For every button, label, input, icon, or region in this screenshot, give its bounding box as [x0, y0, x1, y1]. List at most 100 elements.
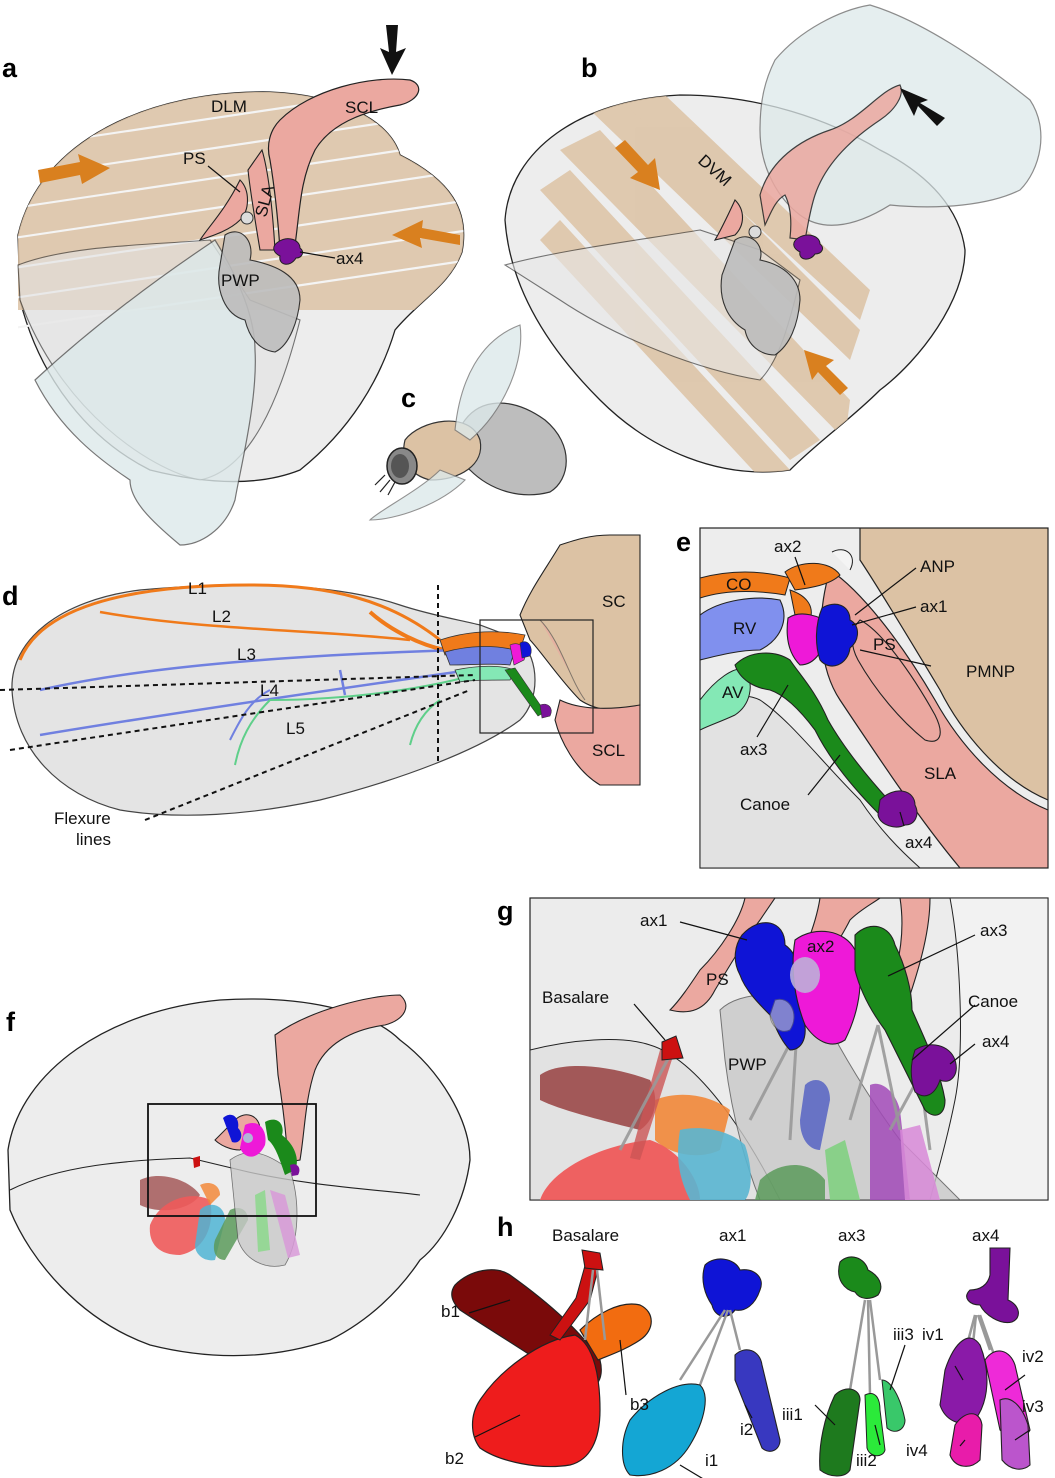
panel-label-a: a	[2, 53, 18, 83]
label-flexure-lines: lines	[76, 830, 111, 849]
label-ps-g: PS	[706, 970, 729, 989]
black-arrow-down	[380, 25, 406, 75]
label-ax3-g: ax3	[980, 921, 1007, 940]
panel-label-d: d	[2, 581, 19, 611]
black-arrow-b	[900, 88, 945, 126]
ax3-group	[819, 1256, 906, 1477]
label-basalare-g: Basalare	[542, 988, 609, 1007]
label-rv: RV	[733, 619, 757, 638]
label-basalare-h: Basalare	[552, 1226, 619, 1245]
label-l3: L3	[237, 645, 256, 664]
label-iii2: iii2	[856, 1451, 877, 1470]
muscle-b2	[471, 1334, 601, 1468]
panel-label-e: e	[676, 527, 691, 557]
label-av: AV	[722, 683, 744, 702]
label-pwp-g: PWP	[728, 1055, 767, 1074]
label-l4: L4	[260, 681, 279, 700]
basalare-group	[451, 1249, 652, 1468]
panel-b: b DVM	[503, 4, 1042, 473]
label-canoe-e: Canoe	[740, 795, 790, 814]
label-ax3-h: ax3	[838, 1226, 865, 1245]
ax4-group	[939, 1247, 1031, 1470]
muscle-i2	[734, 1349, 781, 1452]
ax1-sclerite-h	[702, 1258, 762, 1317]
label-ps: PS	[183, 149, 206, 168]
label-ax4-e: ax4	[905, 833, 932, 852]
label-ax1-e: ax1	[920, 597, 947, 616]
ax1-group	[621, 1258, 781, 1477]
label-ax4-h: ax4	[972, 1226, 999, 1245]
panel-label-b: b	[581, 53, 598, 83]
panel-label-g: g	[497, 896, 514, 926]
label-pmnp: PMNP	[966, 662, 1015, 681]
panel-a: a DLM SCL PS SLA ax4 PWP	[2, 25, 465, 546]
inset-box-d	[479, 619, 594, 734]
ps-sclerite	[198, 179, 249, 242]
panel-label-f: f	[6, 1007, 16, 1037]
label-ax2-g: ax2	[807, 937, 834, 956]
muscle-iii3	[881, 1379, 906, 1432]
label-iv4: iv4	[906, 1441, 928, 1460]
label-b3: b3	[630, 1395, 649, 1414]
muscle-iii1	[819, 1388, 861, 1477]
wing-shape-b	[759, 4, 1042, 226]
panel-e: e ax2 ANP CO ax1 RV PS PMNP AV ax3 SLA C…	[676, 527, 1049, 869]
muscle-iv4	[949, 1413, 983, 1467]
sc-region-e	[859, 528, 1048, 801]
label-pwp: PWP	[221, 271, 260, 290]
label-l1: L1	[188, 579, 207, 598]
orange-arrow-left	[392, 220, 460, 248]
panel-f: f	[6, 994, 471, 1357]
label-i1: i1	[705, 1451, 718, 1470]
muscle-iv3	[999, 1398, 1031, 1470]
label-dlm: DLM	[211, 97, 247, 116]
label-iv1: iv1	[922, 1325, 944, 1344]
panel-h: h Basalare ax1 ax3 ax4 b1 iv1 iv2 iii3 b…	[441, 1212, 1044, 1478]
label-scl-d: SCL	[592, 741, 625, 760]
panel-c: c	[368, 324, 567, 521]
inset-box-f	[147, 1103, 317, 1217]
label-l2: L2	[212, 607, 231, 626]
vein-l5	[234, 669, 491, 766]
vein-l3	[39, 648, 461, 692]
panel-label-c: c	[401, 383, 416, 413]
label-flexure: Flexure	[54, 809, 111, 828]
label-canoe-g: Canoe	[968, 992, 1018, 1011]
av-sclerite	[700, 668, 751, 731]
co-sclerite	[700, 571, 791, 599]
orange-arrow-down-b	[615, 140, 660, 190]
ax1-sclerite-e	[815, 603, 859, 667]
label-scl: SCL	[345, 98, 378, 117]
label-l5: L5	[286, 719, 305, 738]
label-iv2: iv2	[1022, 1347, 1044, 1366]
ax4-sclerite-e	[877, 790, 918, 828]
panel-g: g ax1 ax3 ax2 PS Basalare Canoe ax4 PWP	[497, 896, 1049, 1201]
label-ax1-g: ax1	[640, 911, 667, 930]
flexure-line-3	[144, 689, 471, 821]
flexure-line-1	[0, 674, 476, 691]
ax4-sclerite-h	[966, 1247, 1019, 1324]
label-anp: ANP	[920, 557, 955, 576]
vein-l4	[39, 668, 471, 737]
label-iii1: iii1	[782, 1405, 803, 1424]
fly-wing-down	[368, 469, 466, 521]
muscle-i1	[621, 1383, 706, 1477]
label-i2: i2	[740, 1420, 753, 1439]
label-co: CO	[726, 575, 752, 594]
ax3-sclerite-h	[838, 1256, 882, 1299]
pwp-process-b	[720, 236, 801, 356]
fly-wing-up	[454, 324, 522, 441]
label-ax4: ax4	[336, 249, 363, 268]
label-b2: b2	[445, 1449, 464, 1468]
label-sla-e: SLA	[924, 764, 957, 783]
label-iii3: iii3	[893, 1325, 914, 1344]
muscle-iii2	[864, 1393, 886, 1457]
muscle-iv1	[939, 1337, 988, 1424]
ax4-sclerite	[273, 238, 304, 265]
label-sc: SC	[602, 592, 626, 611]
label-iv3: iv3	[1022, 1397, 1044, 1416]
flexure-line-2	[9, 679, 476, 751]
orange-arrow-right	[38, 154, 110, 184]
rv-sclerite	[700, 597, 785, 661]
